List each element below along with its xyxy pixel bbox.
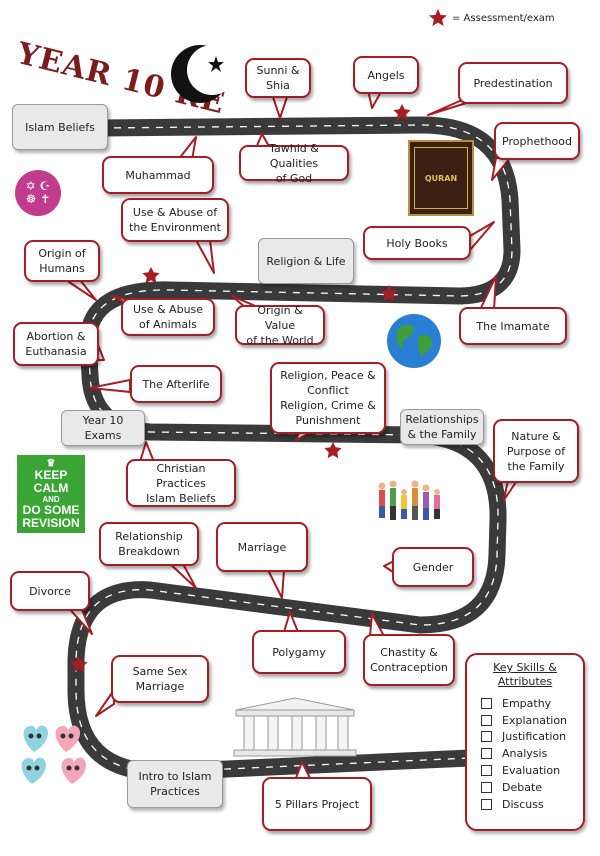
skill-label: Analysis	[502, 747, 548, 761]
skill-item[interactable]: Justification	[481, 729, 575, 746]
legend: = Assessment/exam	[428, 8, 555, 28]
keep-calm-line: AND	[42, 495, 60, 504]
crescent-star-icon	[171, 45, 234, 103]
topic-religion-peace-crime: Religion, Peace & Conflict Religion, Cri…	[270, 362, 386, 434]
keep-calm-line: KEEP	[34, 468, 68, 482]
topic-relationship-breakdown: Relationship Breakdown	[99, 522, 199, 566]
skill-label: Explanation	[502, 713, 568, 727]
couples-hearts-icon	[21, 725, 87, 784]
checkbox-icon[interactable]	[481, 781, 492, 793]
topic-gender: Gender	[392, 547, 474, 587]
legend-label: = Assessment/exam	[452, 12, 555, 24]
checkbox-icon[interactable]	[481, 714, 492, 726]
topic-afterlife: The Afterlife	[130, 365, 222, 403]
topic-muhammad: Muhammad	[102, 156, 214, 194]
topic-holy-books: Holy Books	[363, 226, 471, 260]
skill-item[interactable]: Empathy	[481, 695, 575, 712]
skill-item[interactable]: Evaluation	[481, 762, 575, 779]
skill-item[interactable]: Debate	[481, 779, 575, 796]
pointer-marriage	[267, 569, 285, 599]
station-relationships-family: Relationships & the Family	[400, 409, 484, 445]
skill-label: Evaluation	[502, 764, 561, 778]
topic-predestination: Predestination	[458, 62, 568, 104]
globe-icon	[387, 314, 441, 368]
topic-same-sex-marriage: Same Sex Marriage	[111, 655, 209, 703]
topic-prophethood: Prophethood	[494, 122, 580, 160]
assessment-star-icon	[380, 285, 398, 302]
topic-the-imamate: The Imamate	[459, 307, 567, 345]
station-year10-exams: Year 10 Exams	[61, 410, 145, 446]
quran-image: QURAN	[408, 140, 474, 216]
keep-calm-line: DO SOME	[22, 503, 80, 517]
assessment-star-icon	[142, 267, 160, 284]
topic-origin-humans: Origin of Humans	[24, 240, 100, 282]
topic-tawhid: Tawhid & Qualities of God	[239, 142, 349, 185]
topic-angels: Angels	[353, 56, 419, 94]
skill-label: Debate	[502, 780, 543, 794]
keep-calm-line: REVISION	[22, 516, 80, 530]
checkbox-icon[interactable]	[481, 731, 492, 743]
keep-calm-line: CALM	[33, 481, 69, 495]
topic-origin-value-world: Origin & Value of the World	[235, 304, 325, 347]
checkbox-icon[interactable]	[481, 748, 492, 760]
topic-marriage: Marriage	[216, 522, 308, 572]
topic-chastity: Chastity & Contraception	[363, 634, 455, 686]
family-group-icon	[378, 480, 440, 520]
station-intro-islam-practices: Intro to Islam Practices	[127, 760, 223, 808]
checkbox-icon[interactable]	[481, 697, 492, 709]
crown-icon: ♛	[46, 458, 56, 469]
topic-divorce: Divorce	[10, 571, 90, 611]
topic-use-abuse-animals: Use & Abuse of Animals	[121, 298, 215, 336]
keep-calm-poster: ♛ KEEP CALM AND DO SOME REVISION	[17, 455, 85, 533]
key-skills-title: Key Skills & Attributes	[493, 661, 557, 688]
key-skills-box: Key Skills & Attributes Empathy Explanat…	[465, 653, 585, 831]
skill-item[interactable]: Analysis	[481, 745, 575, 762]
pointer-humans	[65, 279, 97, 301]
checkbox-icon[interactable]	[481, 765, 492, 777]
topic-nature-purpose-family: Nature & Purpose of the Family	[493, 419, 579, 483]
five-pillars-image	[233, 697, 357, 757]
assessment-star-icon	[393, 104, 411, 121]
topic-use-abuse-environment: Use & Abuse of the Environment	[121, 198, 229, 242]
skill-item[interactable]: Discuss	[481, 796, 575, 813]
topic-abortion-euthanasia: Abortion & Euthanasia	[13, 322, 99, 366]
topic-five-pillars-project: 5 Pillars Project	[262, 777, 372, 831]
assessment-star-icon	[324, 442, 342, 459]
skill-label: Justification	[502, 730, 567, 744]
checkbox-icon[interactable]	[481, 798, 492, 810]
skill-label: Empathy	[502, 696, 552, 710]
station-religion-life: Religion & Life	[258, 238, 354, 284]
pointer-environment	[195, 239, 215, 274]
pointer-holybooks	[469, 221, 495, 251]
religious-symbols-icon: ✡ ☪☸ ✝	[15, 170, 61, 216]
topic-christian-practices: Christian Practices Islam Beliefs	[126, 459, 236, 507]
quran-label: QURAN	[424, 173, 458, 183]
star-icon	[429, 9, 447, 26]
station-islam-beliefs: Islam Beliefs	[12, 104, 108, 150]
key-skills-list: Empathy Explanation Justification Analys…	[475, 695, 575, 813]
topic-polygamy: Polygamy	[252, 630, 346, 674]
topic-sunni-shia: Sunni & Shia	[245, 58, 311, 98]
skill-label: Discuss	[502, 797, 544, 811]
skill-item[interactable]: Explanation	[481, 712, 575, 729]
assessment-star-icon	[70, 656, 88, 673]
